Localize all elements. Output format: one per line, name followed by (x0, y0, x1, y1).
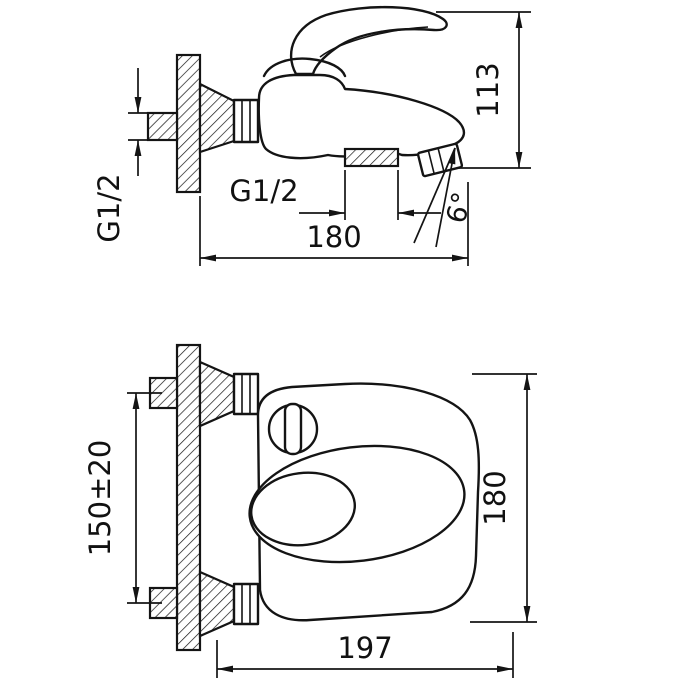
angle-line (413, 147, 456, 244)
angle-line-arrow (435, 147, 456, 248)
side-view-dimensions: 113 G1/2 G1/2 180 6° (92, 11, 531, 266)
dim-label-wall-thread: G1/2 (92, 173, 126, 242)
dim-label-width-side: 180 (306, 220, 361, 254)
connection-nut-bottom (232, 582, 260, 626)
dim-label-spout-angle: 6° (441, 189, 479, 227)
dim-label-mount-spacing: 150±20 (83, 440, 117, 557)
handle-grip-front (250, 471, 356, 547)
dim-label-outlet-thread: G1/2 (229, 174, 298, 208)
handle-base-collar (262, 57, 347, 78)
handle-lever-side (289, 5, 448, 76)
connection-nut-side (232, 98, 260, 144)
wall-plate-side (175, 53, 202, 194)
eccentric-cone-top (198, 360, 236, 428)
eccentric-cone-bottom (198, 570, 236, 638)
dim-label-height-side: 113 (471, 62, 505, 117)
wall-plate-front (175, 343, 202, 652)
eccentric-cone-side (198, 82, 236, 154)
front-view (148, 343, 481, 652)
bottom-outlet-stub (343, 147, 400, 168)
connection-nut-top (232, 372, 260, 416)
dim-label-width-front: 197 (337, 631, 392, 665)
diverter-slot (283, 402, 303, 456)
dim-label-height-front: 180 (478, 470, 512, 525)
handle-inner-line (319, 26, 429, 58)
front-view-dimensions: 150±20 180 197 (83, 373, 537, 678)
supply-pipe-side (146, 111, 179, 142)
faucet-body-side (257, 73, 466, 160)
side-view (146, 5, 466, 194)
